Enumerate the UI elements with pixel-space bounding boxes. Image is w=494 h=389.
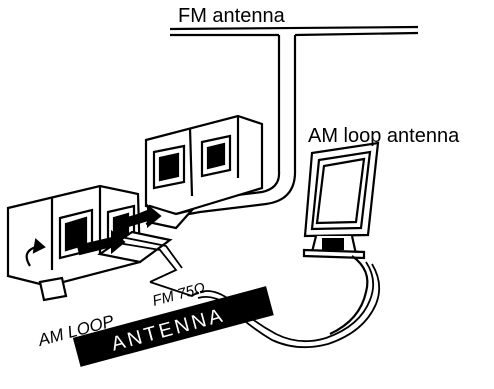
am-loop-antenna-label: AM loop antenna <box>308 125 460 147</box>
terminal-wires <box>111 235 199 297</box>
antenna-banner-text: ANTENNA <box>109 304 227 355</box>
terminal-block-rear <box>144 114 264 230</box>
am-loop-antenna <box>302 141 380 335</box>
insertion-arrows <box>25 203 162 267</box>
terminal-block-front <box>6 184 173 302</box>
fm-antenna-label: FM antenna <box>178 5 286 27</box>
fm-antenna <box>139 25 419 226</box>
